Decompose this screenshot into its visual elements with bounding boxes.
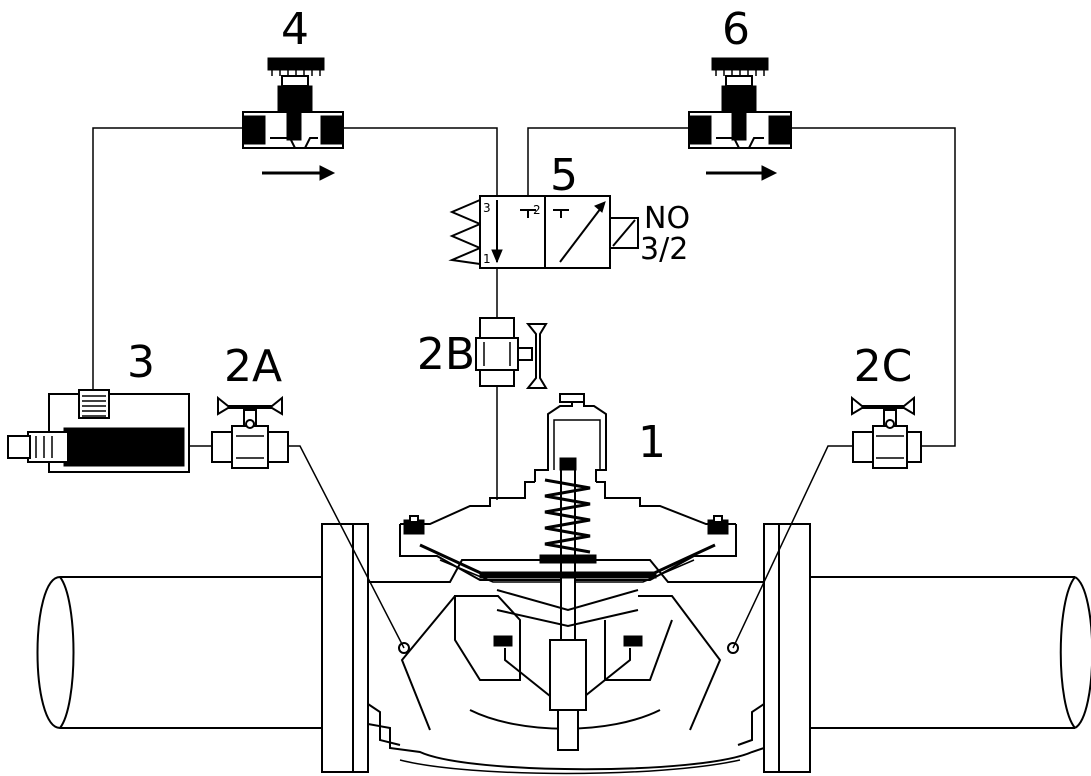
needle-valve-6 — [688, 57, 792, 149]
solenoid-valve — [448, 195, 639, 269]
strainer-thread-top — [82, 395, 106, 417]
strainer — [7, 389, 190, 473]
label-ball-valve-2b: 2B — [417, 329, 475, 380]
label-needle-valve-4: 4 — [281, 4, 309, 55]
bonnet — [534, 393, 607, 482]
label-ball-valve-2a: 2A — [224, 341, 282, 392]
flow-arrow-right — [706, 165, 778, 181]
label-solenoid-valve-5: 5 — [550, 150, 578, 201]
label-needle-valve-6: 6 — [722, 4, 750, 55]
pipe-left — [36, 576, 322, 729]
needle-valve-4 — [242, 57, 344, 149]
ball-valve-2b — [475, 317, 548, 389]
pipe-right — [810, 576, 1091, 729]
label-strainer-3: 3 — [127, 337, 155, 388]
solenoid-port-3: 3 — [483, 201, 491, 215]
label-ball-valve-2c: 2C — [854, 341, 913, 392]
ball-valve-2c — [851, 395, 922, 469]
main-valve — [321, 393, 811, 775]
valve-body — [367, 559, 765, 775]
solenoid-ways-label: 3/2 — [640, 232, 688, 267]
pipeline — [36, 576, 1091, 729]
flow-arrow-left — [262, 165, 336, 181]
flange-right — [763, 523, 811, 773]
stem-and-spring — [479, 457, 657, 751]
solenoid-port-2: 2 — [533, 203, 541, 217]
flange-left — [321, 523, 369, 773]
label-main-valve-1: 1 — [638, 417, 666, 468]
solenoid-port-1: 1 — [483, 252, 491, 266]
pilot-tubing — [92, 127, 956, 649]
solenoid-mode-label: NO — [644, 201, 690, 236]
spring-symbol — [448, 199, 483, 265]
ball-valve-2a — [211, 395, 289, 469]
